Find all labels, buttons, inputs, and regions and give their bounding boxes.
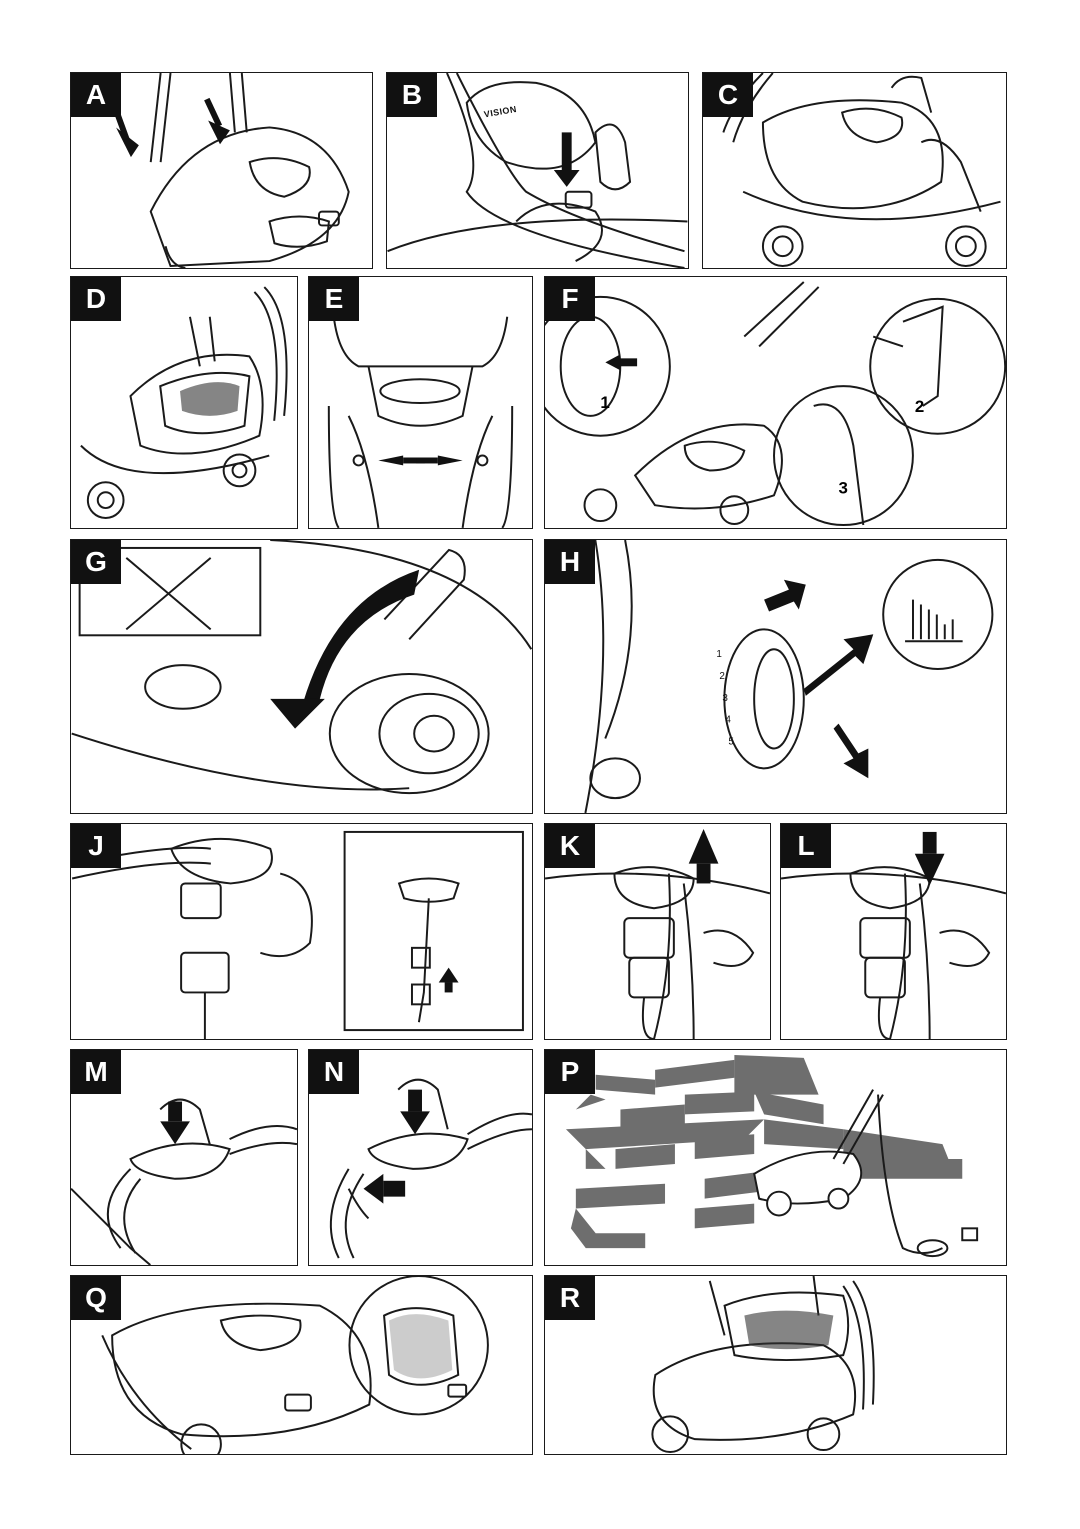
- callout-1: 1: [600, 393, 609, 412]
- cutting-height-settings-illustration: 1 2 3 4 5: [584, 540, 994, 813]
- panel-e: E: [308, 276, 533, 529]
- panel-b: B VISION: [386, 72, 689, 269]
- clean-air-vents-illustration: [101, 1276, 489, 1454]
- panel-p: P: [544, 1049, 1007, 1266]
- panel-label: D: [71, 277, 121, 321]
- panel-label: R: [545, 1276, 595, 1320]
- panel-r: R: [544, 1275, 1007, 1455]
- start-lever-illustration: [329, 1078, 532, 1259]
- panel-label: K: [545, 824, 595, 868]
- cable-connect-illustration: [71, 830, 524, 1039]
- panel-m: M: [70, 1049, 298, 1266]
- cable-strain-relief-up-illustration: [545, 828, 770, 1039]
- panel-label: E: [309, 277, 359, 321]
- panel-c: C: [702, 72, 1007, 269]
- mower-handle-insertion-illustration: [114, 73, 350, 268]
- panel-n: N: [308, 1049, 533, 1266]
- remove-grassbox-illustration: [651, 1276, 875, 1454]
- panel-k: K: [544, 823, 771, 1040]
- panel-f: F 1 2 3: [544, 276, 1007, 529]
- callout-2: 2: [915, 397, 924, 416]
- panel-label: N: [309, 1050, 359, 1094]
- panel-label: C: [703, 73, 753, 117]
- safety-button-press-illustration: VISION: [387, 73, 688, 268]
- panel-g: G: [70, 539, 533, 814]
- panel-label: Q: [71, 1276, 121, 1320]
- panel-j: J: [70, 823, 533, 1040]
- panel-q: Q: [70, 1275, 533, 1455]
- height-setting-2: 2: [719, 671, 725, 682]
- panel-label: M: [71, 1050, 121, 1094]
- height-setting-3: 3: [722, 693, 728, 704]
- handle-assembly-illustration: 1 2 3: [545, 281, 1006, 527]
- panel-h: H 1 2 3 4 5: [544, 539, 1007, 814]
- grassbox-lift-illustration: [80, 286, 288, 519]
- panel-a: A: [70, 72, 373, 269]
- panel-label: P: [545, 1050, 595, 1094]
- callout-3: 3: [838, 478, 847, 497]
- safety-button-illustration: [71, 1098, 297, 1265]
- brand-logo-text: VISION: [483, 104, 517, 120]
- panel-label: B: [387, 73, 437, 117]
- cable-strain-relief-down-illustration: [781, 831, 1006, 1039]
- height-setting-4: 4: [725, 715, 731, 726]
- panel-label: J: [71, 824, 121, 868]
- mowing-pattern-illustration: [565, 1054, 979, 1258]
- height-adjust-pins-illustration: [327, 316, 514, 528]
- panel-d: D: [70, 276, 298, 529]
- panel-label: F: [545, 277, 595, 321]
- panel-label: L: [781, 824, 831, 868]
- panel-label: A: [71, 73, 121, 117]
- height-setting-5: 5: [728, 737, 734, 748]
- panel-l: L: [780, 823, 1007, 1040]
- panel-label: G: [71, 540, 121, 584]
- wheel-height-adjust-illustration: [71, 540, 532, 795]
- height-setting-1: 1: [716, 649, 722, 660]
- panel-label: H: [545, 540, 595, 584]
